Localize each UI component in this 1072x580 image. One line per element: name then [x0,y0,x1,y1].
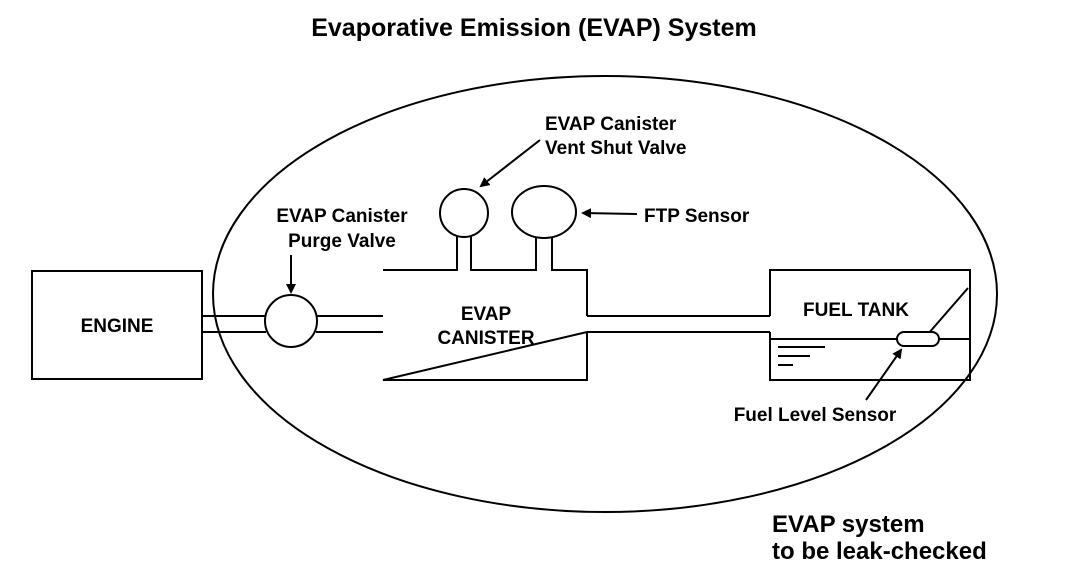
vent-valve-label-line2: Vent Shut Valve [545,138,687,159]
canister-label-line1: EVAP [461,304,512,325]
pipe-engine-purge [202,315,266,333]
leak-check-boundary [212,75,998,513]
ftp-sensor [511,185,577,239]
vent-shut-valve [439,188,489,238]
canister-label-line2: CANISTER [437,328,534,349]
fuel-level-sensor-arrow [865,348,903,401]
fuel-tank [769,269,971,381]
purge-valve-label-line2: Purge Valve [288,231,396,252]
ftp-sensor-label: FTP Sensor [644,206,750,227]
leak-check-label-line2: to be leak-checked [772,538,987,565]
engine-box [31,270,203,380]
ftp-sensor-arrow [581,208,638,219]
pipe-canister-tank [587,315,770,333]
fuel-tank-label: FUEL TANK [803,300,909,321]
leak-check-label-line1: EVAP system [772,511,925,538]
vent-valve-arrow [479,139,541,188]
diagram-title: Evaporative Emission (EVAP) System [311,14,757,42]
pipe-purge-canister [316,315,383,333]
fuel-level-float [896,331,940,347]
fuel-level-sensor-label: Fuel Level Sensor [734,405,897,426]
float-arm [927,287,969,335]
liquid-marks [778,346,825,366]
purge-valve [264,294,318,348]
evap-canister [382,236,588,381]
vent-valve-label-line1: EVAP Canister [545,114,677,135]
engine-label: ENGINE [81,316,154,337]
purge-valve-label-line1: EVAP Canister [276,206,408,227]
